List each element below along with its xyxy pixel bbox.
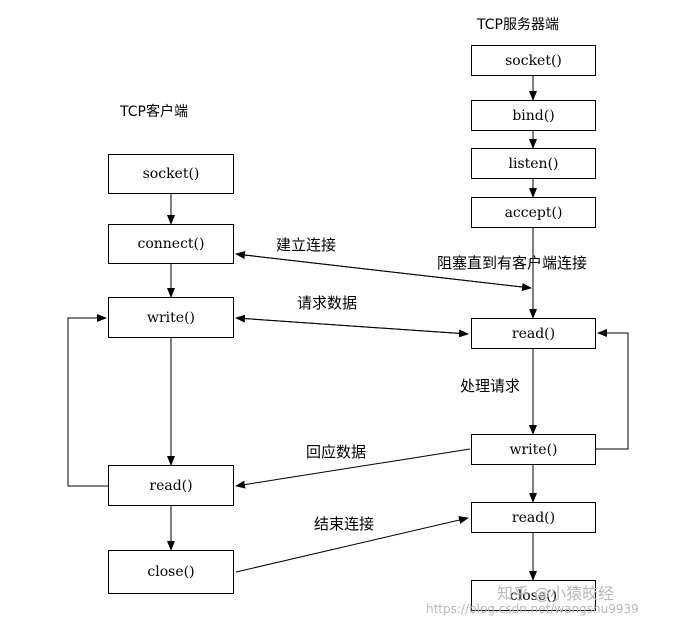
- server-accept-box: accept(): [471, 197, 596, 228]
- arrow-establish-back: [235, 251, 532, 289]
- server-read2-box: read(): [471, 502, 596, 533]
- watermark-brand: 知乎 @小猿皎经: [497, 584, 615, 603]
- client-read-box: read(): [108, 465, 234, 506]
- server-close-box: close(): [471, 580, 596, 611]
- server-heading: TCP服务器端: [477, 17, 559, 33]
- label-end-connection: 结束连接: [314, 515, 375, 533]
- label-respond-data: 回应数据: [306, 443, 367, 461]
- server-bind-box: bind(): [471, 100, 596, 131]
- server-listen-box: listen(): [471, 148, 596, 179]
- client-connect-box: connect(): [108, 224, 234, 264]
- arrow-client-loop: [67, 314, 108, 487]
- server-read-box: read(): [471, 318, 596, 349]
- client-socket-box: socket(): [108, 154, 234, 194]
- label-request-data: 请求数据: [297, 294, 358, 312]
- arrow-request-back: [235, 314, 469, 335]
- watermark-url: https://blog.csdn.net/wangshu9939: [426, 602, 639, 616]
- label-establish-connection: 建立连接: [276, 236, 337, 254]
- server-write-box: write(): [471, 434, 596, 465]
- arrow-end: [235, 516, 469, 573]
- server-socket-box: socket(): [471, 45, 596, 76]
- client-heading: TCP客户端: [120, 104, 188, 120]
- label-process-request: 处理请求: [460, 377, 521, 395]
- arrow-respond: [235, 448, 471, 489]
- label-block-until-client: 阻塞直到有客户端连接: [437, 254, 588, 272]
- client-close-box: close(): [108, 550, 234, 594]
- client-write-box: write(): [108, 297, 234, 338]
- arrow-server-loop: [596, 329, 629, 450]
